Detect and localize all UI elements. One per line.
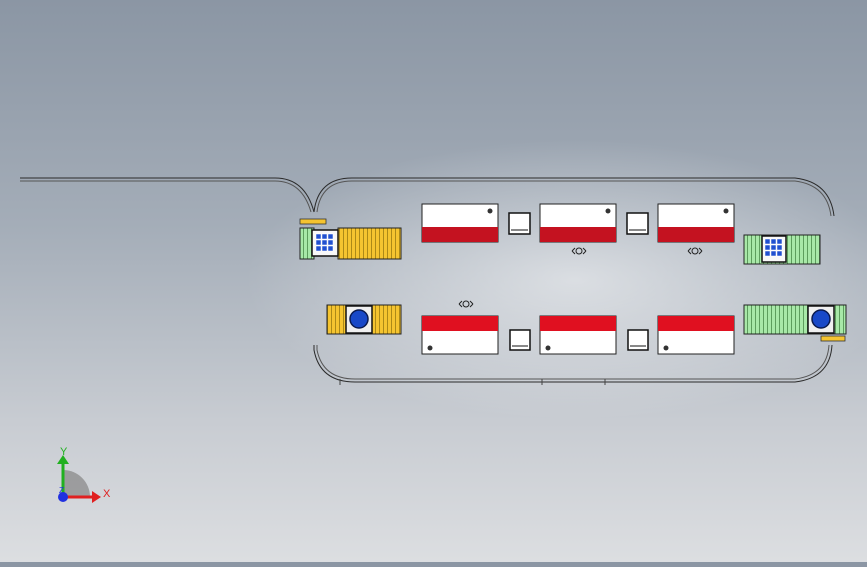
- conveyor-out-top[interactable]: [743, 234, 821, 265]
- robot-marker-top-2: [687, 247, 703, 255]
- robot-turntable: [349, 309, 369, 329]
- conveyor-tab: [299, 218, 327, 225]
- background-glow: [245, 140, 867, 420]
- feeder-box-top-2[interactable]: [626, 212, 649, 235]
- x-axis-label: X: [103, 488, 111, 500]
- status-light: [663, 345, 669, 351]
- machine-door: [540, 227, 616, 242]
- coordinate-triad[interactable]: Y X Z: [57, 446, 111, 503]
- robot-turntable: [811, 309, 831, 329]
- status-light: [427, 345, 433, 351]
- x-arrowhead: [92, 491, 101, 503]
- gripper-cups: [315, 233, 334, 252]
- conveyor-out-bottom[interactable]: [743, 304, 847, 342]
- guide-rail: [20, 177, 835, 383]
- machine-bottom-1[interactable]: [421, 315, 499, 355]
- machine-door: [422, 227, 498, 242]
- robot-marker-top-1: [571, 247, 587, 255]
- triad-plane: [63, 470, 90, 497]
- conveyor-in-top[interactable]: [299, 218, 402, 260]
- status-light: [723, 208, 729, 214]
- rail-ticks: [339, 379, 606, 385]
- machine-door: [658, 316, 734, 331]
- conveyor-in-bottom[interactable]: [326, 304, 402, 335]
- machine-top-2[interactable]: [539, 203, 617, 243]
- conveyor-tab: [820, 335, 846, 342]
- feeder-box-bottom-2[interactable]: [627, 329, 649, 351]
- machine-door: [540, 316, 616, 331]
- conveyor-yellow-segment: [337, 227, 402, 260]
- gripper-cups: [764, 238, 783, 257]
- y-arrowhead: [57, 455, 69, 464]
- machine-top-3[interactable]: [657, 203, 735, 243]
- y-axis-label: Y: [60, 446, 68, 458]
- robot-marker-bottom-1: [458, 300, 474, 308]
- status-light: [487, 208, 493, 214]
- machine-bottom-2[interactable]: [539, 315, 617, 355]
- status-light: [605, 208, 611, 214]
- z-axis-label: Z: [59, 486, 64, 495]
- machine-door: [658, 227, 734, 242]
- feeder-box-top-1[interactable]: [508, 212, 531, 235]
- machine-door: [422, 316, 498, 331]
- feeder-box-bottom-1[interactable]: [509, 329, 531, 351]
- status-light: [545, 345, 551, 351]
- machine-bottom-3[interactable]: [657, 315, 735, 355]
- z-axis-dot: [58, 492, 68, 502]
- machine-top-1[interactable]: [421, 203, 499, 243]
